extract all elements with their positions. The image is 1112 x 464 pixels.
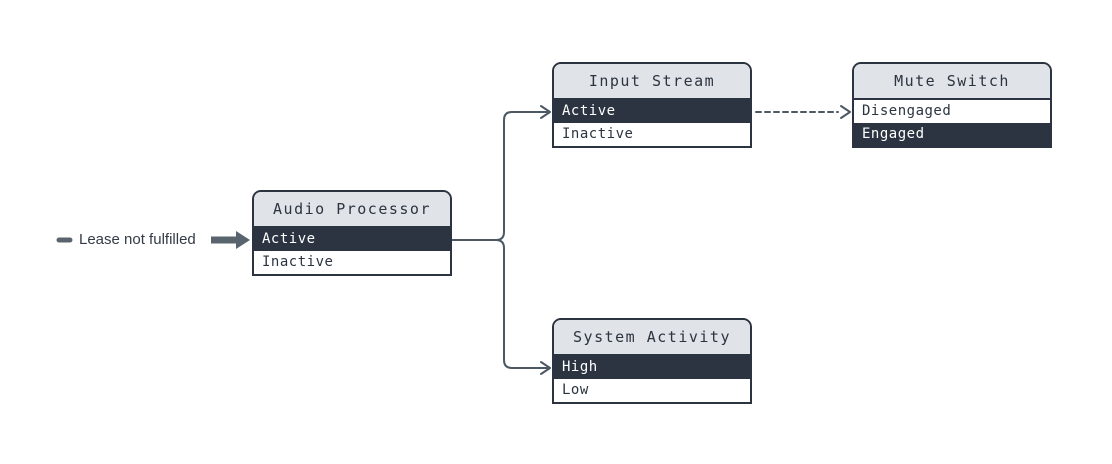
- edge-audio-to-system: [451, 239, 551, 375]
- state-row: Inactive: [254, 251, 450, 274]
- arrowhead-icon: [540, 361, 551, 375]
- lease-arrow-icon: [211, 231, 250, 249]
- edge-input-to-mute-dashed: [755, 105, 851, 119]
- node-title: Mute Switch: [854, 64, 1050, 100]
- state-row: Inactive: [554, 123, 750, 146]
- arrowhead-icon: [540, 105, 551, 119]
- node-title: Audio Processor: [254, 192, 450, 228]
- node-title: Input Stream: [554, 64, 750, 100]
- legend-label: Lease not fulfilled: [79, 231, 196, 248]
- node-mute-switch: Mute Switch Disengaged Engaged: [852, 62, 1052, 148]
- state-row: Disengaged: [854, 100, 1050, 123]
- state-row: Low: [554, 379, 750, 402]
- arrowhead-icon: [840, 105, 851, 119]
- state-row-active: Engaged: [854, 123, 1050, 146]
- state-row-active: Active: [554, 100, 750, 123]
- state-row-active: High: [554, 356, 750, 379]
- edge-audio-to-input: [451, 105, 551, 241]
- node-audio-processor: Audio Processor Active Inactive: [252, 190, 452, 276]
- node-system-activity: System Activity High Low: [552, 318, 752, 404]
- node-title: System Activity: [554, 320, 750, 356]
- node-input-stream: Input Stream Active Inactive: [552, 62, 752, 148]
- state-row-active: Active: [254, 228, 450, 251]
